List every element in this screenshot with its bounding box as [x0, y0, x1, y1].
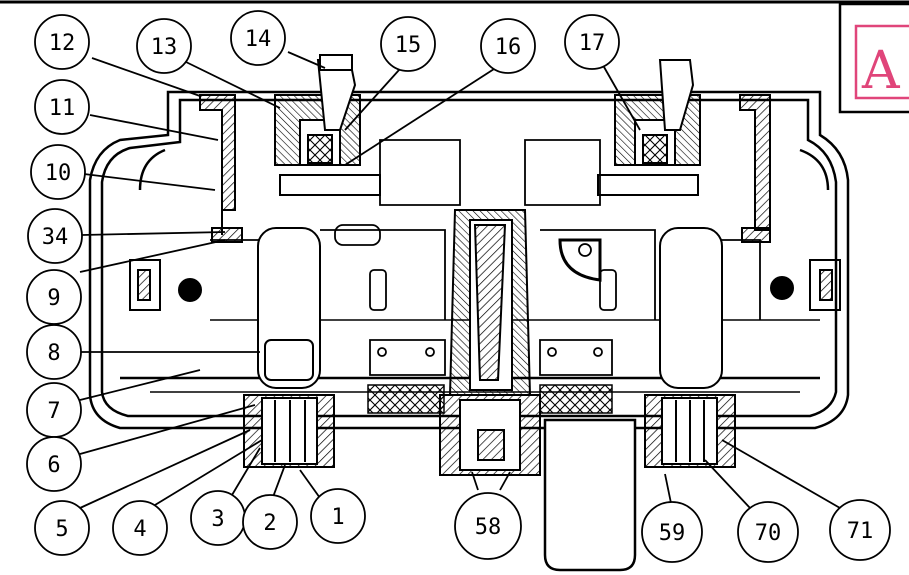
left-cylinder [257, 227, 321, 389]
balloon-3: 3 [190, 490, 246, 546]
center-tab [543, 418, 637, 572]
right-bottom-connector [644, 394, 736, 468]
balloon-5: 5 [34, 500, 90, 556]
side-clip-left [129, 259, 202, 311]
inner-walls [210, 139, 761, 376]
balloon-1: 1 [310, 488, 366, 544]
svg-text:59: 59 [659, 521, 686, 546]
balloon-11: 11 [34, 79, 90, 135]
svg-text:3: 3 [211, 507, 224, 532]
balloon-group: 12 13 14 15 16 17 11 10 34 9 8 7 6 5 4 3… [26, 10, 891, 563]
balloon-8: 8 [26, 324, 82, 380]
balloon-34: 34 [27, 208, 83, 264]
left-insert-assembly [199, 54, 381, 243]
balloon-17: 17 [564, 14, 620, 70]
balloon-58: 58 [454, 492, 522, 560]
balloon-12: 12 [34, 14, 90, 70]
svg-text:2: 2 [263, 511, 276, 536]
svg-text:12: 12 [49, 31, 76, 56]
svg-text:1: 1 [331, 505, 344, 530]
svg-text:9: 9 [47, 286, 60, 311]
balloon-10: 10 [30, 144, 86, 200]
balloon-14: 14 [230, 10, 286, 66]
balloon-16: 16 [480, 18, 536, 74]
svg-text:11: 11 [49, 96, 76, 121]
balloon-2: 2 [242, 494, 298, 550]
seal-left [367, 384, 445, 414]
svg-text:58: 58 [475, 515, 502, 540]
right-cylinder [659, 227, 723, 389]
svg-text:17: 17 [579, 31, 606, 56]
svg-text:8: 8 [47, 341, 60, 366]
svg-text:34: 34 [42, 225, 69, 250]
left-bottom-connector [243, 394, 335, 468]
svg-text:13: 13 [151, 35, 178, 60]
balloon-59: 59 [641, 501, 703, 563]
seal-right [539, 384, 613, 414]
balloon-9: 9 [26, 269, 82, 325]
balloon-70: 70 [737, 501, 799, 563]
svg-text:15: 15 [395, 33, 422, 58]
svg-text:4: 4 [133, 517, 146, 542]
balloon-13: 13 [136, 18, 192, 74]
svg-text:5: 5 [55, 517, 68, 542]
right-insert-assembly [597, 59, 771, 243]
svg-text:70: 70 [755, 521, 782, 546]
side-clip-right [770, 259, 841, 311]
balloon-15: 15 [380, 16, 436, 72]
svg-text:14: 14 [245, 27, 272, 52]
svg-text:6: 6 [47, 453, 60, 478]
balloon-7: 7 [26, 382, 82, 438]
view-label: A [861, 41, 901, 101]
balloon-4: 4 [112, 500, 168, 556]
center-connector [439, 209, 541, 476]
svg-text:71: 71 [847, 519, 874, 544]
balloon-6: 6 [26, 436, 82, 492]
balloon-71: 71 [829, 499, 891, 561]
svg-text:10: 10 [45, 161, 72, 186]
svg-text:7: 7 [47, 399, 60, 424]
view-label-box: A [838, 2, 909, 114]
svg-text:16: 16 [495, 35, 522, 60]
